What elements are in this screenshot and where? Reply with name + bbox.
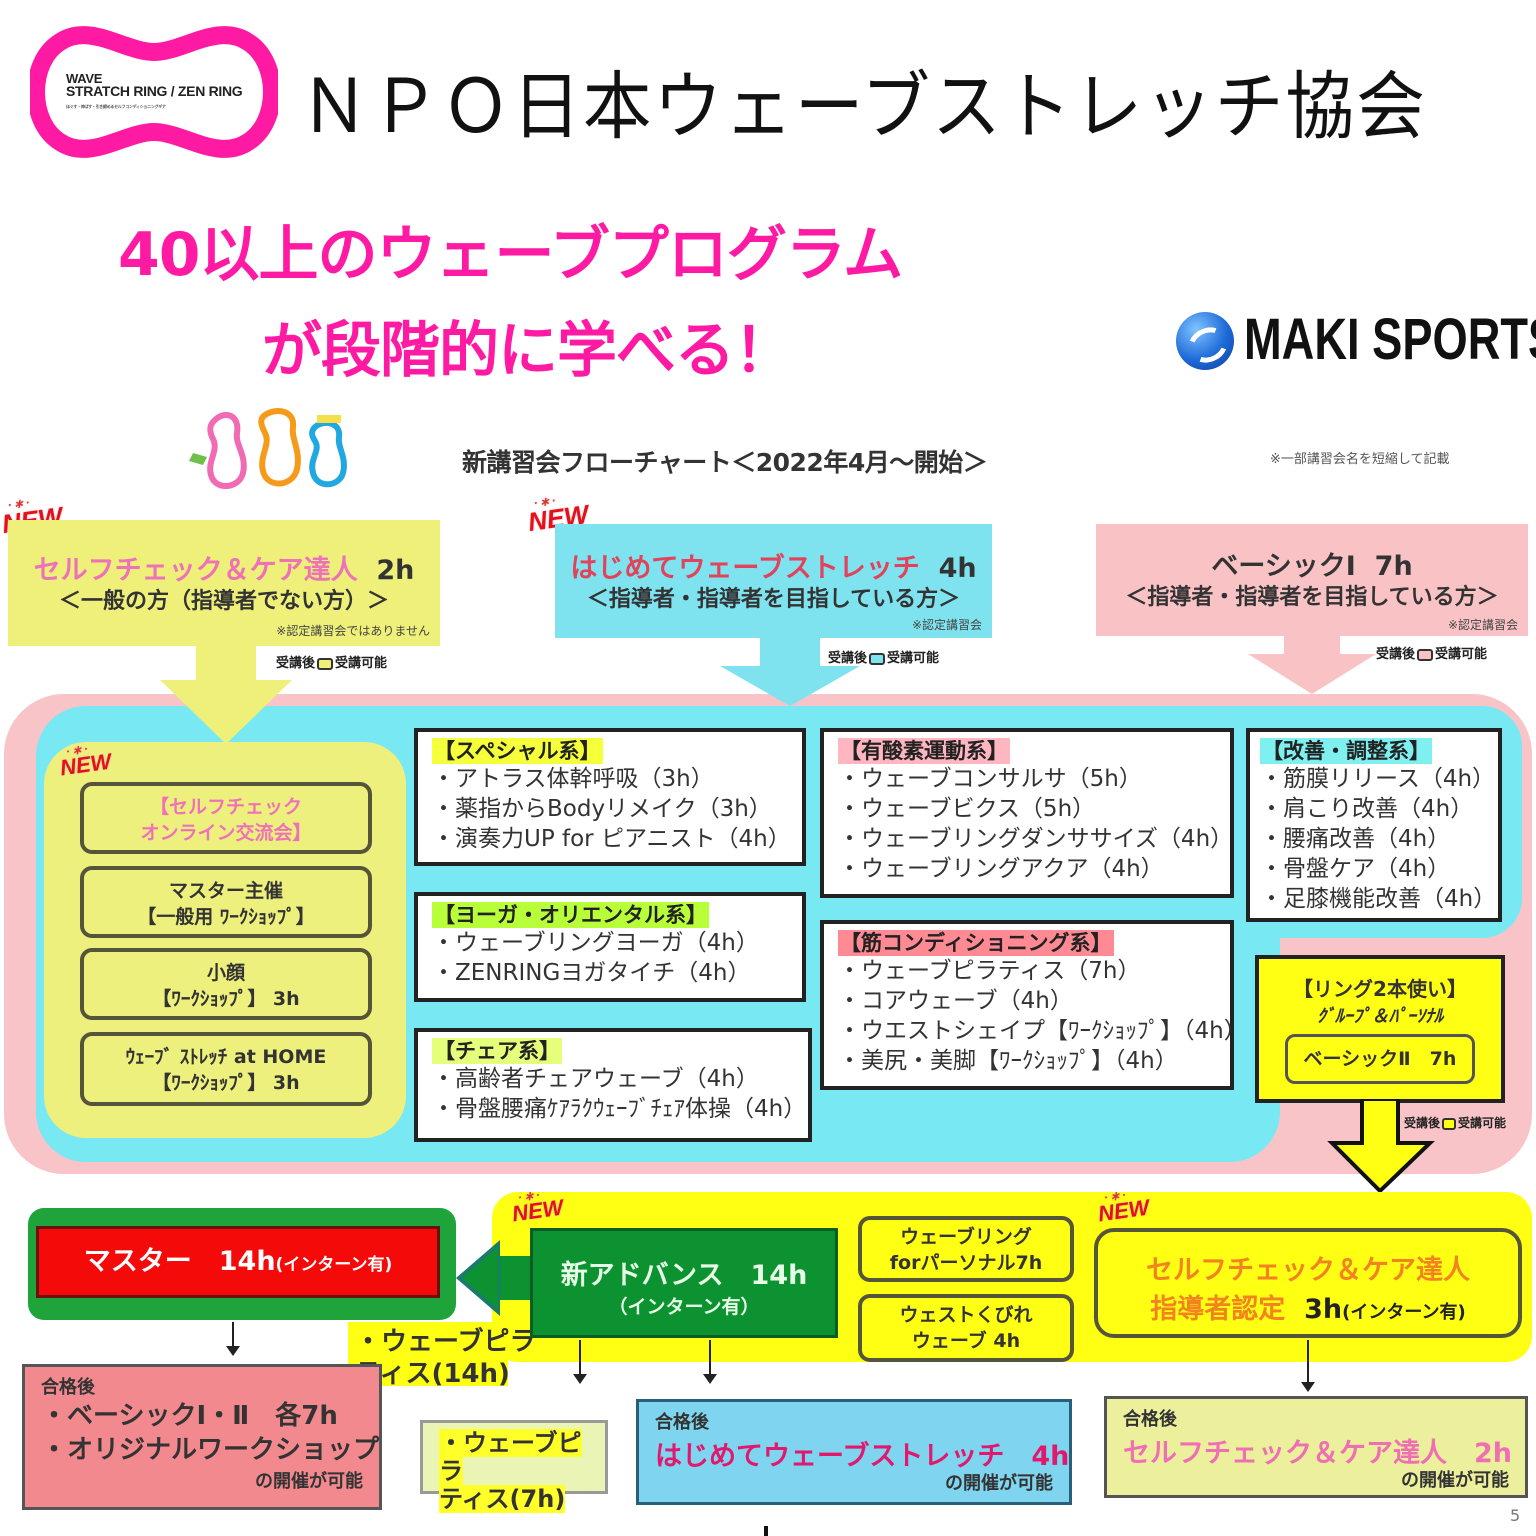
maki-sports-logo: MAKI SPORTS xyxy=(1244,307,1536,372)
arrow-pink-icon xyxy=(1284,636,1340,656)
source-note: ※認定講習会 xyxy=(911,618,982,632)
connector-arrow-icon xyxy=(703,1340,717,1384)
arrow-down-yellow-icon xyxy=(1327,1099,1435,1194)
logo-line1: WAVE xyxy=(66,71,103,86)
program-item: ・アトラス体幹呼吸（3h） xyxy=(432,766,714,792)
workshop-box: 小顔【ﾜｰｸｼｮｯﾌﾟ】 3h xyxy=(80,948,372,1020)
source-note: ※認定講習会ではありません xyxy=(276,624,430,638)
connector-arrow-icon xyxy=(1301,1340,1315,1392)
availability-note: 受講後受講可能 xyxy=(828,651,940,666)
category-title: 【有酸素運動系】 xyxy=(838,738,1010,764)
program-item: ・ZENRINGヨガタイチ（4h） xyxy=(432,960,751,986)
source-audience: ＜指導者・指導者を目指している方＞ xyxy=(1125,585,1499,610)
program-item: ・ウェーブピラティス（7h） xyxy=(838,958,1141,984)
legend-square-pink-icon xyxy=(1417,648,1434,661)
headline-line2: が段階的に学べる！ xyxy=(262,316,794,386)
program-item: ・骨盤ケア（4h） xyxy=(1260,856,1451,882)
source-box-selfcheck: セルフチェック＆ケア達人 2h ＜一般の方（指導者でない方）＞ ※認定講習会では… xyxy=(8,520,440,646)
chart-note: ※一部講習会名を短縮して記載 xyxy=(1270,452,1450,467)
availability-note: 受講後受講可能 xyxy=(276,656,388,671)
program-item: ・高齢者チェアウェーブ（4h） xyxy=(432,1066,759,1092)
arrow-pink-head-icon xyxy=(1248,654,1376,694)
connector-arrow-icon xyxy=(226,1322,240,1356)
availability-note: 受講後受講可能 xyxy=(1404,1116,1507,1130)
advance-box: 新アドバンス 14h （インターン有） xyxy=(530,1228,838,1338)
logo-line2: STRATCH RING / ZEN RING xyxy=(66,83,243,99)
result-master-box: 合格後 ・ベーシックⅠ・Ⅱ 各7h ・オリジナルワークショップ の開催が可能 xyxy=(22,1364,382,1510)
result-hajimete-box: 合格後 はじめてウェーブストレッチ 4h の開催が可能 xyxy=(636,1399,1072,1505)
category-chair: 【チェア系】 ・高齢者チェアウェーブ（4h） ・骨盤腰痛ｹｱﾗｸｳｪｰﾌﾞﾁｪｱ… xyxy=(414,1028,812,1142)
program-item: ・腰痛改善（4h） xyxy=(1260,826,1451,852)
arrow-cyan-head-icon xyxy=(720,666,860,706)
program-item: ・ウェーブコンサルサ（5h） xyxy=(838,766,1142,792)
master-box: マスター 14h(インターン有) xyxy=(36,1226,440,1298)
program-item: ・肩こり改善（4h） xyxy=(1260,796,1474,822)
legend-square-cyan-icon xyxy=(869,652,886,665)
category-title: 【筋コンディショニング系】 xyxy=(838,930,1114,956)
wave-ring-logo-icon xyxy=(30,26,278,158)
result-pilates-box: ・ウェーブピラ ティス(7h) xyxy=(420,1420,608,1513)
program-item: ・薬指からBodyリメイク（3h） xyxy=(432,796,772,822)
logo-text: WAVE STRATCH RING / ZEN RING ほぐす・伸ばす・引き締… xyxy=(66,71,243,113)
program-item: ・筋膜リリース（4h） xyxy=(1260,766,1496,792)
source-audience: ＜一般の方（指導者でない方）＞ xyxy=(58,589,389,614)
headline-line1: 40以上のウェーブプログラム xyxy=(118,220,903,290)
source-hours: 7h xyxy=(1374,551,1413,582)
category-title: 【チェア系】 xyxy=(432,1038,562,1064)
program-item: ・ウエストシェイプ【ﾜｰｸｼｮｯﾌﾟ】（4h） xyxy=(838,1018,1247,1044)
program-item: ・足膝機能改善（4h） xyxy=(1260,886,1497,912)
page-number: 5 xyxy=(1510,1506,1521,1525)
source-note: ※認定講習会 xyxy=(1447,618,1518,632)
selfcheck-instructor-box: セルフチェック＆ケア達人 指導者認定 3h(インターン有) xyxy=(1094,1228,1522,1338)
category-title: 【改善・調整系】 xyxy=(1260,738,1432,764)
logo-tagline: ほぐす・伸ばす・引き締めるセルフコンディショニングギア xyxy=(66,104,166,109)
result-selfcheck-box: 合格後 セルフチェック＆ケア達人 2h の開催が可能 xyxy=(1104,1396,1528,1498)
connector-arrow-icon xyxy=(573,1340,587,1384)
legend-square-yellow-icon xyxy=(1442,1117,1457,1130)
arrow-yellow-icon xyxy=(196,646,256,682)
workshop-box: マスター主催【一般用 ﾜｰｸｼｮｯﾌﾟ】 xyxy=(80,866,372,938)
source-hours: 2h xyxy=(376,555,415,586)
pilates-14h-label: ・ウェーブピラ ティス(14h) xyxy=(355,1327,536,1389)
source-hours: 4h xyxy=(938,553,977,584)
program-item: ・ウェーブリングヨーガ（4h） xyxy=(432,930,759,956)
maki-sports-globe-icon xyxy=(1176,312,1234,370)
org-title: ＮＰＯ日本ウェーブストレッチ協会 xyxy=(300,64,1427,150)
program-item: ・美尻・美脚【ﾜｰｸｼｮｯﾌﾟ】（4h） xyxy=(838,1048,1178,1074)
connector-stub-icon xyxy=(764,1526,768,1536)
mascot-characters-icon xyxy=(189,408,347,489)
category-aerobic: 【有酸素運動系】 ・ウェーブコンサルサ（5h） ・ウェーブビクス（5h） ・ウェ… xyxy=(820,728,1234,898)
program-item: ・ウェーブリングダンササイズ（4h） xyxy=(838,826,1234,852)
source-audience: ＜指導者・指導者を目指している方＞ xyxy=(586,587,961,612)
workshop-box: 【セルフチェックオンライン交流会】 xyxy=(80,782,372,854)
category-improvement: 【改善・調整系】 ・筋膜リリース（4h） ・肩こり改善（4h） ・腰痛改善（4h… xyxy=(1246,728,1502,922)
arrow-yellow-head-icon xyxy=(160,680,292,744)
program-item: ・ウェーブリングアクア（4h） xyxy=(838,856,1164,882)
category-title: 【スペシャル系】 xyxy=(432,738,603,764)
source-box-basic1: ベーシックⅠ 7h ＜指導者・指導者を目指している方＞ ※認定講習会 xyxy=(1096,524,1528,636)
source-title: ベーシックⅠ xyxy=(1211,551,1356,582)
category-title: 【ヨーガ・オリエンタル系】 xyxy=(432,902,709,928)
source-title: はじめてウェーブストレッチ xyxy=(570,553,920,584)
ring2-box: 【リング2本使い】 ｸﾞﾙｰﾌﾟ＆ﾊﾟｰｿﾅﾙ ベーシックⅡ 7h xyxy=(1255,955,1505,1103)
workshop-box: ｳｪｰﾌﾞ ｽﾄﾚｯﾁ at HOME【ﾜｰｸｼｮｯﾌﾟ】 3h xyxy=(80,1032,372,1106)
program-item: ・演奏力UP for ピアニスト（4h） xyxy=(432,826,791,852)
source-box-hajimete: はじめてウェーブストレッチ 4h ＜指導者・指導者を目指している方＞ ※認定講習… xyxy=(555,524,992,638)
program-item: ・ウェーブビクス（5h） xyxy=(838,796,1096,822)
arrow-left-head-fill-icon xyxy=(462,1247,498,1309)
category-yoga: 【ヨーガ・オリエンタル系】 ・ウェーブリングヨーガ（4h） ・ZENRINGヨガ… xyxy=(414,892,806,1002)
program-box: ウェストくびれウェーブ 4h xyxy=(858,1294,1074,1362)
availability-note: 受講後受講可能 xyxy=(1376,647,1488,662)
basic2-box: ベーシックⅡ 7h xyxy=(1285,1034,1475,1084)
program-item: ・コアウェーブ（4h） xyxy=(838,988,1073,1014)
category-muscle: 【筋コンディショニング系】 ・ウェーブピラティス（7h） ・コアウェーブ（4h）… xyxy=(820,920,1247,1090)
chart-title: 新講習会フローチャート＜2022年4月～開始＞ xyxy=(462,448,988,477)
arrow-cyan-icon xyxy=(760,638,820,668)
category-special: 【スペシャル系】 ・アトラス体幹呼吸（3h） ・薬指からBodyリメイク（3h）… xyxy=(414,728,806,866)
program-item: ・骨盤腰痛ｹｱﾗｸｳｪｰﾌﾞﾁｪｱ体操（4h） xyxy=(432,1096,807,1122)
legend-square-yellow-icon xyxy=(317,657,334,670)
source-title: セルフチェック＆ケア達人 xyxy=(33,555,358,586)
